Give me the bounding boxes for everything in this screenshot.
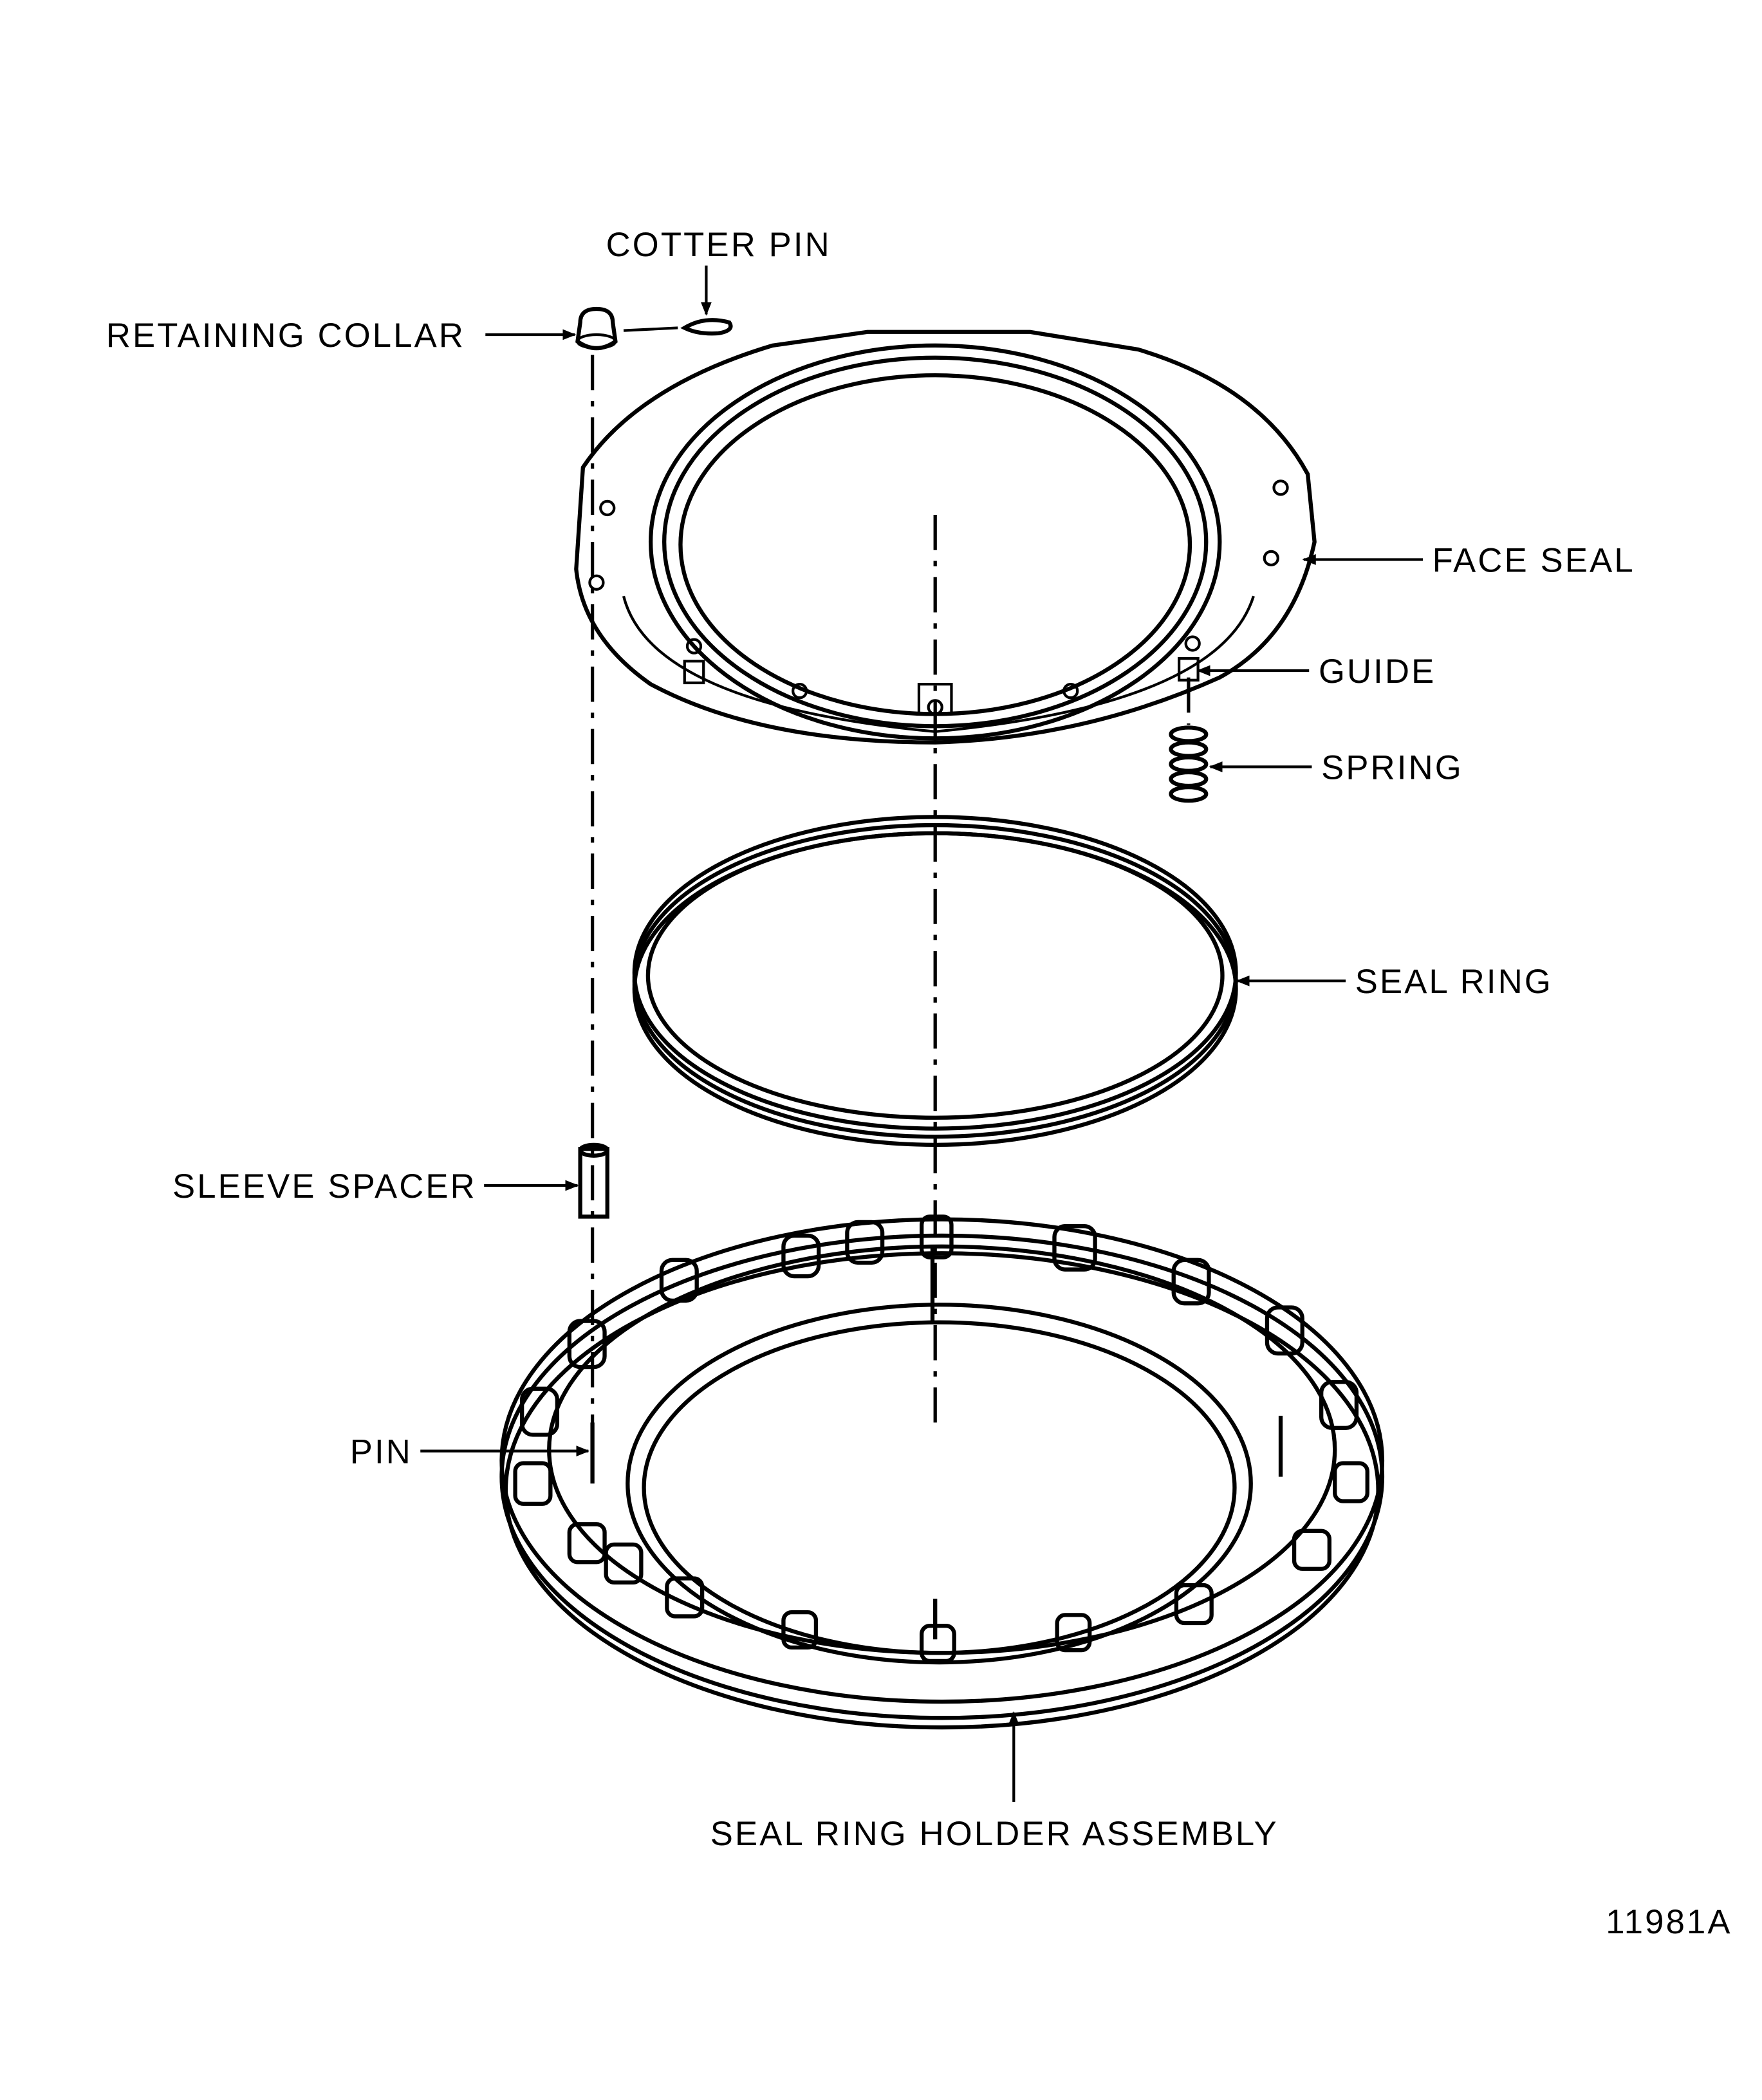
label-pin: PIN: [350, 1433, 413, 1471]
label-spring: SPRING: [1321, 748, 1463, 786]
sleeve-spacer-part: [578, 1142, 609, 1219]
spring-part: [1169, 725, 1209, 803]
label-cotter-pin: COTTER PIN: [606, 226, 831, 264]
cotter-pin-part: [623, 318, 733, 336]
figure-id: 11981A: [1606, 1903, 1732, 1941]
retaining-collar-part: [575, 306, 618, 351]
label-sleeve-spacer: SLEEVE SPACER: [172, 1167, 477, 1205]
face-seal-part: [574, 330, 1317, 745]
label-seal-ring: SEAL RING: [1355, 963, 1553, 1001]
seal-ring-part: [632, 815, 1238, 1148]
label-retaining-collar: RETAINING COLLAR: [106, 317, 465, 355]
label-seal-ring-holder-assembly: SEAL RING HOLDER ASSEMBLY: [710, 1815, 1279, 1853]
label-face-seal: FACE SEAL: [1433, 541, 1635, 579]
seal-ring-holder-part: [499, 1214, 1385, 1730]
label-guide: GUIDE: [1319, 653, 1436, 691]
